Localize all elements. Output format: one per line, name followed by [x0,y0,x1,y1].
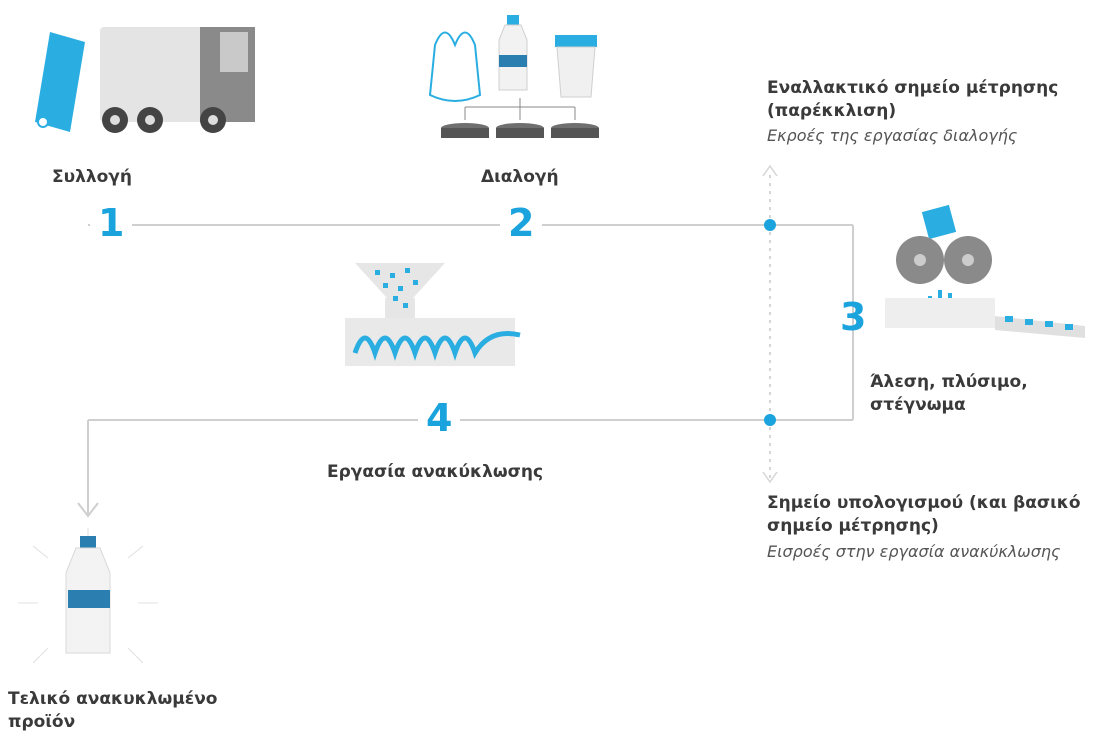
step-1-label: Συλλογή [52,167,132,187]
calc-point-subtitle: Εισροές στην εργασία ανακύκλωσης [767,542,1061,561]
calc-point-title-line2: σημείο μέτρησης) [767,516,939,536]
final-product-label-line2: προϊόν [8,712,76,732]
grinding-washing-icon [885,204,1085,338]
alt-point-title-line2: (παρέκκλιση) [767,101,897,121]
step-3-label-line2: στέγνωμα [870,395,966,415]
sorting-icon [428,15,599,138]
step-4-number: 4 [418,398,461,438]
garbage-truck-icon [35,27,255,133]
step-4-label: Εργασία ανακύκλωσης [327,462,544,482]
step-3-label-line1: Άλεση, πλύσιμο, [870,372,1028,392]
alt-point-title-line1: Εναλλακτικό σημείο μέτρησης [767,78,1059,98]
final-product-label-line1: Τελικό ανακυκλωμένο [8,689,218,709]
calc-point-title-line1: Σημείο υπολογισμού (και βασικό [767,493,1081,513]
step-1-number: 1 [90,203,133,243]
alt-point-subtitle: Εκροές της εργασίας διαλογής [767,126,1018,145]
step-2-number: 2 [500,203,543,243]
final-bottle-icon [18,528,158,664]
step-2-label: Διαλογή [481,167,559,187]
extruder-icon [345,263,521,366]
step-3-number: 3 [840,295,867,339]
